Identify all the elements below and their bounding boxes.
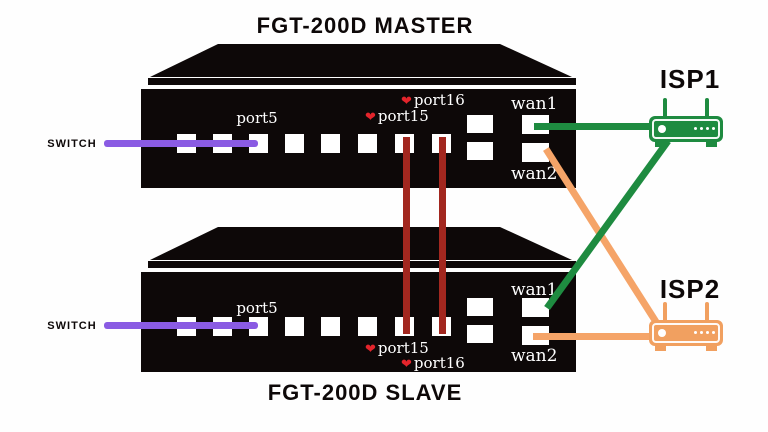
master-wan2-port [522,143,549,162]
router-foot [655,142,666,147]
router-foot [706,142,717,147]
slave-wan2-label: wan2 [511,346,558,366]
master-port [358,134,377,153]
master-port [285,134,304,153]
master-wan1-isp1-link [534,123,656,130]
router-led-icon [658,329,666,337]
router-foot [655,346,666,351]
router-antenna-icon [663,302,667,323]
master-mgmt-port [467,142,493,160]
slave-wan1-port [522,298,549,317]
slave-mgmt-port [467,298,493,316]
slave-port5 [249,317,268,336]
master-wan2-label: wan2 [511,164,558,184]
slave-port16-label: ❤port16 [401,354,465,372]
slave-chassis-lid [148,261,576,268]
slave-wan1-label: wan1 [511,280,558,300]
router-antenna-icon [663,98,667,119]
slave-switch-label: SWITCH [47,320,97,332]
heartbeat-icon: ❤ [365,342,376,357]
slave-switch-link [104,322,258,329]
slave-port5-label: port5 [236,299,278,317]
router-ports-dots [694,331,715,334]
isp1-router-icon [643,98,731,150]
router-outline [652,323,720,343]
router-body [649,116,723,142]
heartbeat-icon: ❤ [365,110,376,125]
master-switch-link [104,140,258,147]
slave-port [285,317,304,336]
isp2-label: ISP2 [659,274,721,304]
router-antenna-icon [705,98,709,119]
heartbeat-icon: ❤ [401,357,412,372]
master-switch-label: SWITCH [47,138,97,150]
slave-port [358,317,377,336]
slave-mgmt-port [467,325,493,343]
slave-port15-label: ❤port15 [365,339,429,357]
slave-chassis-top [150,227,572,260]
slave-wan2-isp2-link [533,333,657,340]
router-led-icon [658,125,666,133]
master-chassis-top [150,44,572,77]
master-port16-label: ❤port16 [401,91,465,109]
master-mgmt-port [467,115,493,133]
heartbeat-link-port15 [403,137,410,334]
master-port15-label: ❤port15 [365,107,429,125]
heartbeat-icon: ❤ [401,94,412,109]
router-foot [706,346,717,351]
isp1-label: ISP1 [659,64,721,94]
master-port5 [249,134,268,153]
master-chassis-lid [148,78,576,85]
master-title: FGT-200D MASTER [256,13,474,38]
master-port [321,134,340,153]
router-outline [652,119,720,139]
slave-port [321,317,340,336]
master-port5-label: port5 [236,109,278,127]
router-ports-dots [694,127,715,130]
master-wan1-label: wan1 [511,94,558,114]
slave-title: FGT-200D SLAVE [267,380,463,405]
router-antenna-icon [705,302,709,323]
heartbeat-link-port16 [439,137,446,334]
router-body [649,320,723,346]
isp2-router-icon [643,302,731,354]
